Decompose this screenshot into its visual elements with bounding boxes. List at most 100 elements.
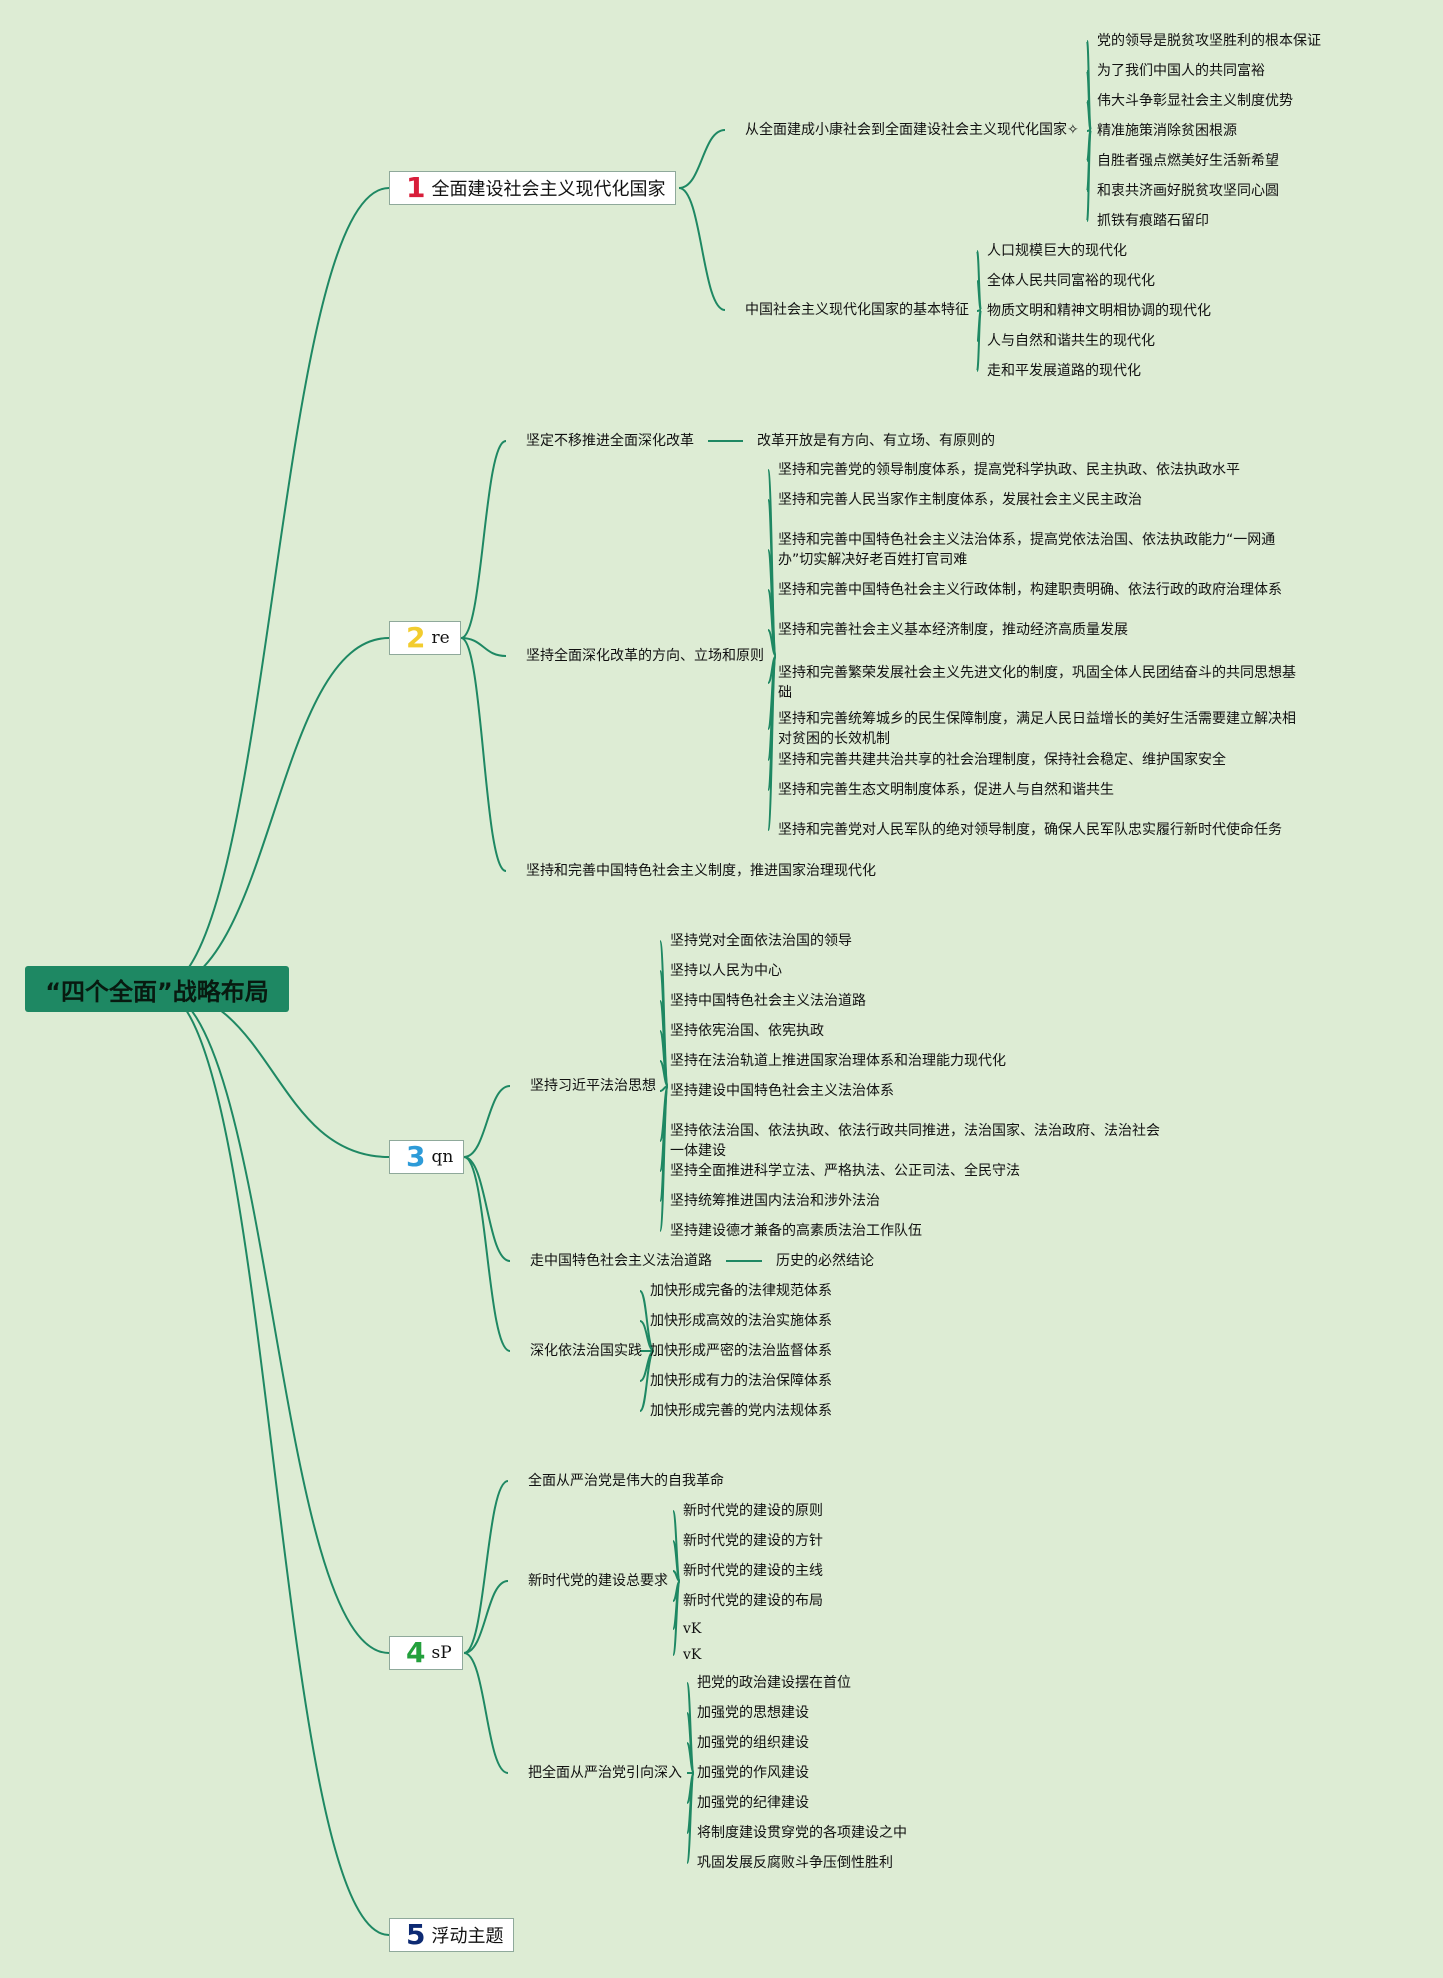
subtopic[interactable]: 把全面从严治党引向深入 (528, 1765, 682, 1781)
subtopic[interactable]: 从全面建成小康社会到全面建设社会主义现代化国家✧ (745, 122, 1079, 138)
leaf-topic[interactable]: 新时代党的建设的主线 (683, 1563, 823, 1579)
leaf-topic[interactable]: 坚持和完善共建共治共享的社会治理制度，保持社会稳定、维护国家安全 (778, 752, 1226, 768)
branch-number: 2 (406, 621, 426, 654)
leaf-topic[interactable]: 坚持和完善党的领导制度体系，提高党科学执政、民主执政、依法执政水平 (778, 462, 1240, 478)
edge-root-branch-1 (157, 187, 390, 990)
leaf-topic[interactable]: 坚持党对全面依法治国的领导 (670, 933, 852, 949)
subtopic[interactable]: 坚持和完善中国特色社会主义制度，推进国家治理现代化 (526, 863, 876, 879)
leaf-topic[interactable]: 加强党的纪律建设 (697, 1795, 809, 1811)
leaf-topic[interactable]: 坚持全面推进科学立法、严格执法、公正司法、全民守法 (670, 1163, 1020, 1179)
branch-label: re (431, 628, 450, 648)
branch-label: qn (431, 1147, 454, 1167)
subtopic[interactable]: 走中国特色社会主义法治道路 (530, 1253, 712, 1269)
branch-number: 1 (406, 171, 426, 204)
leaf-topic[interactable]: 伟大斗争彰显社会主义制度优势 (1097, 93, 1293, 109)
edge-branch-subtopic (460, 637, 507, 657)
leaf-topic[interactable]: 抓铁有痕踏石留印 (1097, 213, 1209, 229)
leaf-topic[interactable]: 加强党的组织建设 (697, 1735, 809, 1751)
leaf-topic[interactable]: 加快形成高效的法治实施体系 (650, 1313, 832, 1329)
leaf-topic[interactable]: 自胜者强点燃美好生活新希望 (1097, 153, 1279, 169)
leaf-topic[interactable]: 和衷共济画好脱贫攻坚同心圆 (1097, 183, 1279, 199)
leaf-topic[interactable]: 巩固发展反腐败斗争压倒性胜利 (697, 1855, 893, 1871)
subtopic[interactable]: 坚定不移推进全面深化改革 (526, 433, 694, 449)
leaf-topic[interactable]: 人与自然和谐共生的现代化 (987, 333, 1155, 349)
edge-branch-subtopic (463, 1480, 509, 1654)
leaf-topic[interactable]: 坚持和完善党对人民军队的绝对领导制度，确保人民军队忠实履行新时代使命任务 (778, 822, 1282, 838)
branch-label: 全面建设社会主义现代化国家 (431, 179, 666, 200)
edge-subtopic-leaf (767, 655, 777, 831)
edge-branch-subtopic (460, 637, 507, 872)
leaf-topic[interactable]: 党的领导是脱贫攻坚胜利的根本保证 (1097, 33, 1321, 49)
branch-label: 浮动主题 (431, 1926, 504, 1947)
leaf-topic[interactable]: 新时代党的建设的方针 (683, 1533, 823, 1549)
leaf-topic[interactable]: 坚持和完善社会主义基本经济制度，推动经济高质量发展 (778, 622, 1128, 638)
leaf-topic[interactable]: 将制度建设贯穿党的各项建设之中 (697, 1825, 907, 1841)
leaf-topic[interactable]: 物质文明和精神文明相协调的现代化 (987, 303, 1211, 319)
leaf-topic[interactable]: 走和平发展道路的现代化 (987, 363, 1141, 379)
branch-number: 3 (406, 1140, 426, 1173)
edge-subtopic-leaf (686, 1772, 695, 1864)
subtopic[interactable]: 全面从严治党是伟大的自我革命 (528, 1473, 724, 1489)
leaf-topic[interactable]: 全体人民共同富裕的现代化 (987, 273, 1155, 289)
leaf-topic[interactable]: 坚持中国特色社会主义法治道路 (670, 993, 866, 1009)
edge-branch-subtopic (678, 129, 726, 189)
subtopic[interactable]: 坚持习近平法治思想 (530, 1078, 656, 1094)
leaf-topic[interactable]: 坚持和完善统筹城乡的民生保障制度，满足人民日益增长的美好生活需要建立解决相对贫困… (778, 711, 1296, 747)
leaf-topic[interactable]: 坚持和完善人民当家作主制度体系，发展社会主义民主政治 (778, 492, 1142, 508)
leaf-topic[interactable]: 坚持和完善中国特色社会主义行政体制，构建职责明确、依法行政的政府治理体系 (778, 582, 1282, 598)
leaf-topic[interactable]: 改革开放是有方向、有立场、有原则的 (757, 433, 995, 449)
subtopic[interactable]: 中国社会主义现代化国家的基本特征 (745, 302, 969, 318)
edge-branch-subtopic (463, 1156, 511, 1262)
leaf-topic[interactable]: 新时代党的建设的布局 (683, 1593, 823, 1609)
edge-subtopic-leaf (659, 1085, 669, 1232)
leaf-topic[interactable]: 精准施策消除贫困根源 (1097, 123, 1237, 139)
leaf-topic[interactable]: 坚持依宪治国、依宪执政 (670, 1023, 824, 1039)
leaf-topic[interactable]: 坚持和完善生态文明制度体系，促进人与自然和谐共生 (778, 782, 1114, 798)
edge-branch-subtopic (678, 187, 726, 311)
leaf-topic[interactable]: 坚持以人民为中心 (670, 963, 782, 979)
leaf-topic[interactable]: 历史的必然结论 (776, 1253, 874, 1269)
subtopic[interactable]: 坚持全面深化改革的方向、立场和原则 (526, 648, 764, 664)
leaf-topic[interactable]: 加快形成完善的党内法规体系 (650, 1403, 832, 1419)
edge-branch-subtopic (463, 1580, 509, 1654)
leaf-topic[interactable]: 加快形成严密的法治监督体系 (650, 1343, 832, 1359)
leaf-topic[interactable]: 加强党的思想建设 (697, 1705, 809, 1721)
branch-number: 5 (406, 1918, 426, 1951)
leaf-topic[interactable]: vK (683, 1647, 702, 1663)
edge-root-branch-5 (157, 988, 390, 1936)
edge-branch-subtopic (463, 1652, 509, 1774)
leaf-topic[interactable]: 加快形成完备的法律规范体系 (650, 1283, 832, 1299)
edge-root-branch-4 (157, 988, 390, 1654)
leaf-topic[interactable]: 坚持建设中国特色社会主义法治体系 (670, 1083, 894, 1099)
leaf-topic[interactable]: 为了我们中国人的共同富裕 (1097, 63, 1265, 79)
branch-label: sP (431, 1643, 452, 1663)
leaf-topic[interactable]: 新时代党的建设的原则 (683, 1503, 823, 1519)
root-topic[interactable]: “四个全面”战略布局 (25, 966, 289, 1012)
leaf-topic[interactable]: 加快形成有力的法治保障体系 (650, 1373, 832, 1389)
edge-root-branch-2 (157, 637, 390, 990)
subtopic[interactable]: 深化依法治国实践 (530, 1343, 642, 1359)
leaf-topic[interactable]: 坚持建设德才兼备的高素质法治工作队伍 (670, 1223, 922, 1239)
leaf-topic[interactable]: 加强党的作风建设 (697, 1765, 809, 1781)
leaf-topic[interactable]: 坚持和完善繁荣发展社会主义先进文化的制度，巩固全体人民团结奋斗的共同思想基础 (778, 665, 1296, 701)
leaf-topic[interactable]: 人口规模巨大的现代化 (987, 243, 1127, 259)
branch-number: 4 (406, 1636, 426, 1669)
leaf-topic[interactable]: 把党的政治建设摆在首位 (697, 1675, 851, 1691)
leaf-topic[interactable]: 坚持依法治国、依法执政、依法行政共同推进，法治国家、法治政府、法治社会一体建设 (670, 1123, 1160, 1159)
leaf-topic[interactable]: 坚持在法治轨道上推进国家治理体系和治理能力现代化 (670, 1053, 1006, 1069)
edge-branch-subtopic (463, 1156, 511, 1352)
edge-subtopic-leaf (639, 1350, 655, 1412)
edge-subtopic-leaf (976, 309, 982, 372)
edge-root-branch-3 (157, 988, 390, 1158)
leaf-topic[interactable]: 坚持和完善中国特色社会主义法治体系，提高党依法治国、依法执政能力“一网通办”切实… (778, 532, 1276, 568)
edge-subtopic-leaf (1086, 129, 1092, 222)
leaf-topic[interactable]: 坚持统筹推进国内法治和涉外法治 (670, 1193, 880, 1209)
subtopic[interactable]: 新时代党的建设总要求 (528, 1573, 668, 1589)
edge-branch-subtopic (463, 1085, 511, 1158)
leaf-topic[interactable]: vK (683, 1621, 702, 1637)
